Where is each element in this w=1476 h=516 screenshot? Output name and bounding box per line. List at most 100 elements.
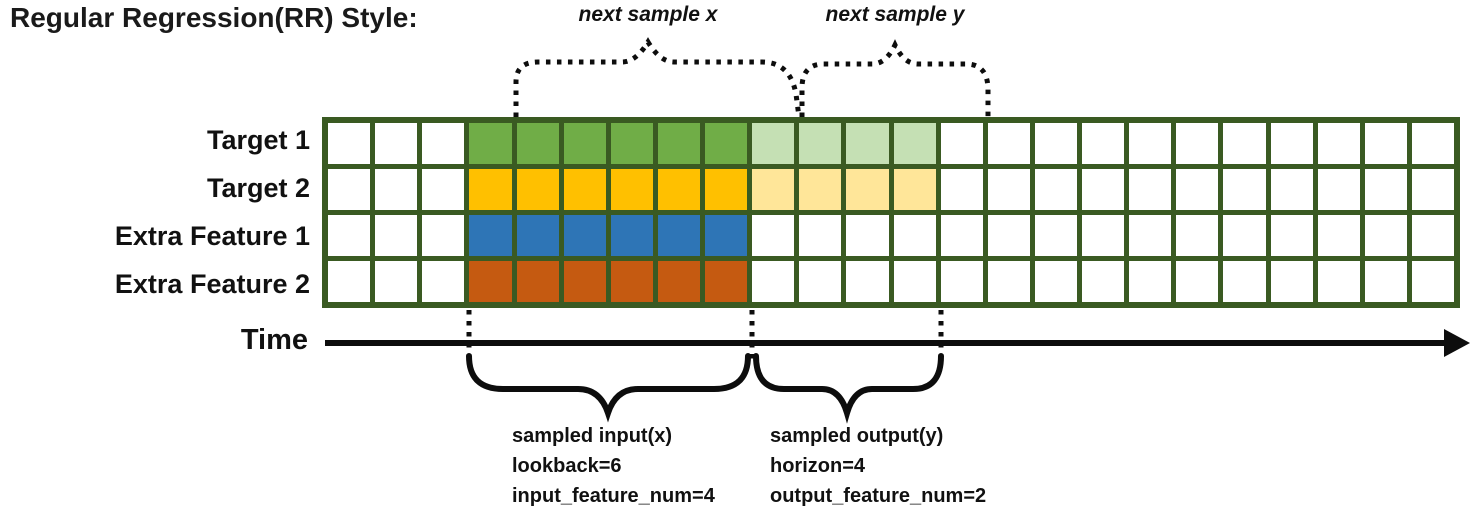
grid-cell — [328, 123, 371, 164]
grid-cell — [1364, 215, 1407, 256]
grid-cell — [610, 123, 653, 164]
grid-cell — [375, 261, 418, 302]
output-feature-num-value: output_feature_num=2 — [770, 485, 987, 507]
grid-cell — [1082, 123, 1125, 164]
grid-cell — [846, 215, 889, 256]
grid-cell — [1270, 261, 1313, 302]
grid-cell — [422, 123, 465, 164]
grid-cell — [1129, 261, 1172, 302]
grid-cell — [657, 215, 700, 256]
grid-cell — [422, 261, 465, 302]
grid-cell — [1034, 215, 1077, 256]
next-sample-x-brace — [513, 37, 802, 118]
lookback-value: lookback=6 — [512, 455, 622, 477]
grid-cell — [657, 123, 700, 164]
grid-cell — [1223, 215, 1266, 256]
grid-cell — [469, 261, 512, 302]
grid-cell — [1082, 169, 1125, 210]
grid-cell — [705, 123, 748, 164]
grid-cell — [657, 261, 700, 302]
grid-cell — [1082, 215, 1125, 256]
grid-cell — [1176, 169, 1219, 210]
grid-cell — [1034, 169, 1077, 210]
grid-cell — [1411, 261, 1454, 302]
grid-cell — [563, 123, 606, 164]
grid-cell — [610, 261, 653, 302]
grid-cell — [516, 215, 559, 256]
grid-cell — [328, 215, 371, 256]
grid-cell — [940, 261, 983, 302]
grid-cell — [752, 123, 795, 164]
grid-cell — [1176, 261, 1219, 302]
grid-cell — [1034, 261, 1077, 302]
grid-cell — [1270, 123, 1313, 164]
grid-cell — [1270, 215, 1313, 256]
grid-cell — [657, 169, 700, 210]
grid-cell — [516, 261, 559, 302]
grid-cell — [1034, 123, 1077, 164]
grid-cell — [563, 169, 606, 210]
grid-cell — [1129, 215, 1172, 256]
grid-cell — [799, 123, 842, 164]
grid-cell — [799, 215, 842, 256]
grid-cell — [1317, 215, 1360, 256]
grid-cell — [1364, 123, 1407, 164]
grid-cell — [375, 169, 418, 210]
grid-cell — [752, 215, 795, 256]
grid-cell — [705, 215, 748, 256]
grid-cell — [940, 169, 983, 210]
grid-cell — [1317, 123, 1360, 164]
input-feature-num-value: input_feature_num=4 — [512, 485, 715, 507]
grid-cell — [469, 215, 512, 256]
next-sample-y-label: next sample y — [825, 3, 965, 26]
grid-cell — [375, 215, 418, 256]
grid-cell — [987, 169, 1030, 210]
grid-cell — [1223, 261, 1266, 302]
sampled-input-brace — [466, 353, 751, 423]
grid-cell — [516, 169, 559, 210]
grid-cell — [422, 215, 465, 256]
sampled-input-title: sampled input(x) — [512, 425, 673, 447]
grid-cell — [940, 123, 983, 164]
row-label-target-2: Target 2 — [206, 173, 310, 204]
grid-cell — [752, 261, 795, 302]
grid-cell — [987, 123, 1030, 164]
grid-cell — [987, 261, 1030, 302]
grid-cell — [1364, 261, 1407, 302]
grid-cell — [846, 169, 889, 210]
grid-cell — [846, 123, 889, 164]
grid-cell — [328, 169, 371, 210]
grid-cell — [469, 169, 512, 210]
grid-cell — [1270, 169, 1313, 210]
grid-cell — [893, 169, 936, 210]
grid-cell — [893, 123, 936, 164]
row-label-target-1: Target 1 — [206, 125, 310, 156]
next-sample-y-brace — [799, 39, 991, 117]
grid-cell — [563, 261, 606, 302]
sampled-input-annotation: sampled input(x) lookback=6 input_featur… — [512, 421, 715, 511]
grid-cell — [610, 169, 653, 210]
grid-cell — [846, 261, 889, 302]
grid-cell — [705, 261, 748, 302]
grid-cell — [799, 261, 842, 302]
grid-cell — [1129, 169, 1172, 210]
grid-cell — [375, 123, 418, 164]
time-arrow-head — [1444, 329, 1470, 357]
grid-cell — [469, 123, 512, 164]
grid-cell — [940, 215, 983, 256]
grid-cell — [563, 215, 606, 256]
sampled-output-annotation: sampled output(y) horizon=4 output_featu… — [770, 421, 986, 511]
diagram-title: Regular Regression(RR) Style: — [10, 2, 418, 33]
grid-cell — [1317, 169, 1360, 210]
grid-cell — [1411, 123, 1454, 164]
time-axis-label: Time — [240, 324, 308, 356]
grid-cell — [1082, 261, 1125, 302]
grid-cell — [893, 215, 936, 256]
grid-cell — [1411, 215, 1454, 256]
row-label-extra-feature-1: Extra Feature 1 — [114, 220, 310, 251]
sample-grid — [322, 117, 1460, 308]
horizon-value: horizon=4 — [770, 455, 866, 477]
grid-cell — [610, 215, 653, 256]
